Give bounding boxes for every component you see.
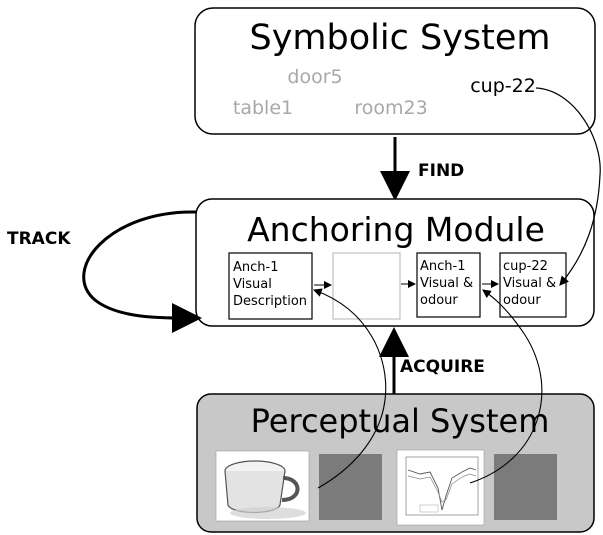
cup22-visual-line1: cup-22 <box>503 259 548 274</box>
anch1-description-cell: Anch-1 Visual Description <box>228 252 313 320</box>
grey-placeholder-2 <box>494 454 557 520</box>
symbol-cup22: cup-22 <box>470 75 536 97</box>
perceptual-system-box: Perceptual System <box>196 393 595 533</box>
anch1-visual-line3: odour <box>420 293 458 308</box>
percept-to-anch1-visual-arrow <box>469 289 543 484</box>
plot-image <box>396 449 485 526</box>
anch1-visual-line2: Visual & <box>420 276 473 291</box>
anch1-desc-line2: Visual <box>233 277 272 292</box>
track-label: TRACK <box>7 229 71 249</box>
cup-image <box>215 450 310 522</box>
perceptual-system-title: Perceptual System <box>251 402 550 440</box>
cup22-symbol-arrow <box>535 87 601 286</box>
empty-anchor-cell <box>332 252 401 320</box>
anch1-visual-odour-cell: Anch-1 Visual & odour <box>416 252 481 318</box>
anch1-visual-line1: Anch-1 <box>420 259 465 274</box>
track-arrow: TRACK <box>7 210 202 334</box>
find-arrow: FIND <box>380 137 464 201</box>
symbol-room23: room23 <box>354 97 427 119</box>
cup22-visual-odour-cell: cup-22 Visual & odour <box>499 252 567 318</box>
find-label: FIND <box>418 161 464 181</box>
symbolic-system-title: Symbolic System <box>250 18 551 58</box>
percept-to-anch1-desc-arrow <box>312 288 387 489</box>
anch1-desc-line1: Anch-1 <box>233 260 278 275</box>
grey-placeholder-1 <box>319 454 382 520</box>
symbol-table1: table1 <box>233 97 293 119</box>
anchoring-module-box: Anchoring Module Anch-1 Visual Descripti… <box>195 198 595 327</box>
cup22-visual-line3: odour <box>503 293 541 308</box>
acquire-label: ACQUIRE <box>400 357 485 377</box>
symbolic-system-box: Symbolic System door5 table1 room23 cup-… <box>194 7 596 135</box>
cup22-visual-line2: Visual & <box>503 276 556 291</box>
anch1-desc-line3: Description <box>233 294 307 309</box>
anchoring-module-title: Anchoring Module <box>247 210 545 249</box>
symbol-door5: door5 <box>287 66 342 88</box>
